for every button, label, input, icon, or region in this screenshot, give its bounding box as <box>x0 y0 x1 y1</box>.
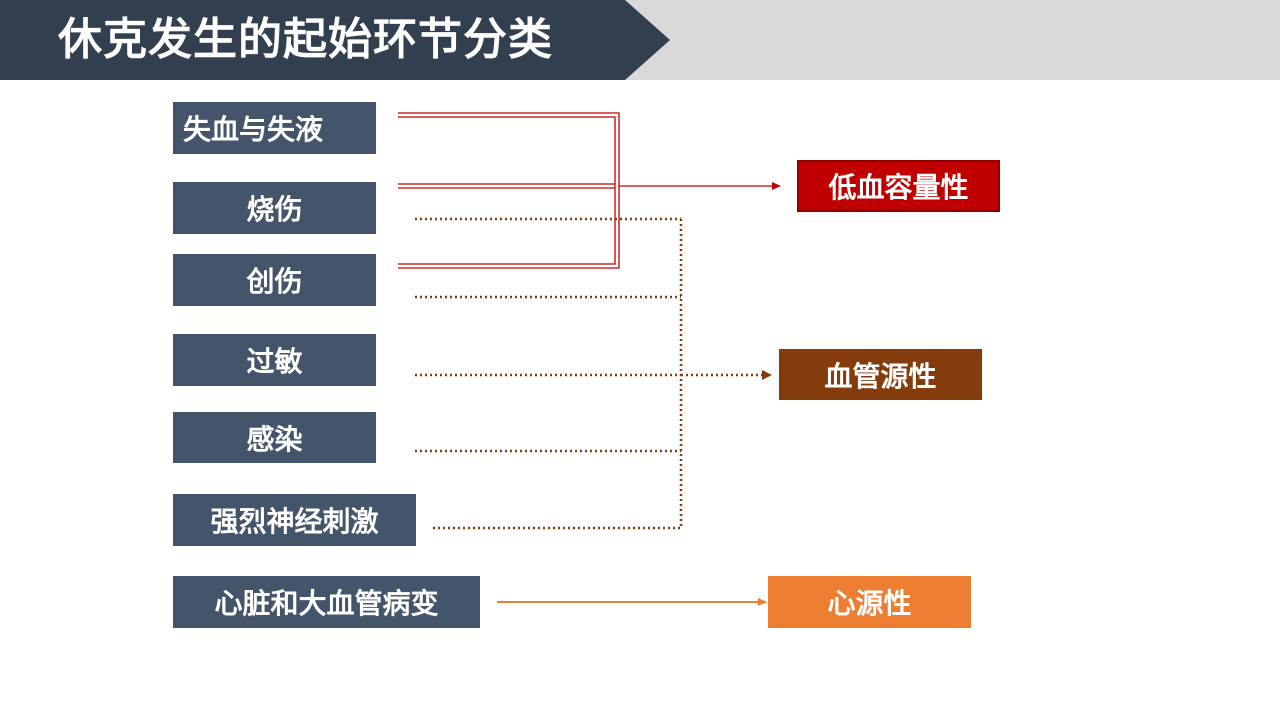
cause-infection: 感染 <box>173 412 376 463</box>
cause-nerve-stimulation: 强烈神经刺激 <box>173 494 416 546</box>
cause-trauma: 创伤 <box>173 254 376 306</box>
category-cardiogenic: 心源性 <box>768 576 971 628</box>
category-hypovolemic: 低血容量性 <box>797 160 1000 212</box>
cause-burn: 烧伤 <box>173 182 376 234</box>
vasogenic-connectors <box>415 217 762 530</box>
cause-heart-vessel-disease: 心脏和大血管病变 <box>173 576 480 628</box>
page-title: 休克发生的起始环节分类 <box>58 14 553 65</box>
vasogenic-arrowhead <box>762 370 772 380</box>
category-vasogenic: 血管源性 <box>779 349 982 400</box>
cause-blood-fluid-loss: 失血与失液 <box>173 102 376 154</box>
hypovolemic-connectors <box>398 112 781 269</box>
header-title-banner <box>0 0 670 80</box>
cause-allergy: 过敏 <box>173 334 376 386</box>
